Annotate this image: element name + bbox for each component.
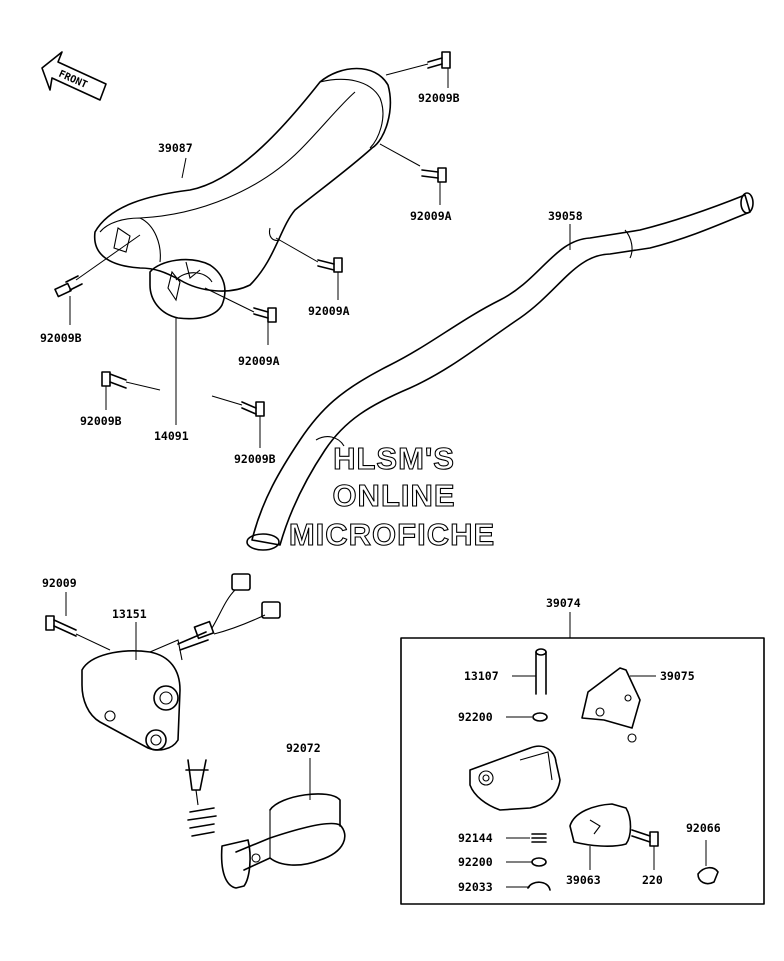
label-13151: 13151 [112,607,147,621]
label-92066: 92066 [686,821,721,835]
label-92009b-top: 92009B [418,91,460,105]
label-92009a-top: 92009A [410,209,452,223]
label-39087: 39087 [158,141,193,155]
screw-icon-92009a-top [421,167,447,183]
label-92009b-switch-right: 92009B [234,452,276,466]
label-39058: 39058 [548,209,583,223]
label-92072: 92072 [286,741,321,755]
leader-lines [65,63,707,888]
screw-icon-92009a-mid [317,257,343,273]
handlebar-switch [81,573,281,751]
handlebar-pad [93,67,392,292]
label-92200-bottom: 92200 [458,855,493,869]
label-92009b-left: 92009B [40,331,82,345]
label-92009a-mid: 92009A [308,304,350,318]
screw-icon-92009b-switch-right [241,401,265,417]
watermark: HLSM'S ONLINE MICROFICHE [288,440,495,552]
lanyard [185,759,346,889]
label-14091: 14091 [154,429,189,443]
screw-icon-92009b-switch-left [101,371,127,389]
label-39063: 39063 [566,873,601,887]
screw-icon-92009b-top [427,51,451,69]
label-92009b-switch-left: 92009B [80,414,122,428]
throttle-kit-parts [469,648,719,891]
label-92033: 92033 [458,880,493,894]
label-92009a-low: 92009A [238,354,280,368]
label-92144: 92144 [458,831,493,845]
label-39074: 39074 [546,596,581,610]
handlebar [246,192,754,551]
watermark-line-3: MICROFICHE [289,517,495,552]
label-92200-top: 92200 [458,710,493,724]
screw-icon-92009b-left [54,275,83,298]
label-39075: 39075 [660,669,695,683]
screw-icon-92009a-low [253,307,277,323]
part-labels: 92009B 39087 92009A 39058 92009B 92009A … [40,91,721,894]
label-13107: 13107 [464,669,499,683]
throttle-kit-box [400,637,765,905]
label-220: 220 [642,873,663,887]
label-92009: 92009 [42,576,77,590]
watermark-line-2: ONLINE [332,478,455,513]
front-arrow-icon: FRONT [41,51,107,101]
switch-cover [149,258,226,320]
screw-icon-92009 [45,615,77,637]
watermark-line-1: HLSM'S [333,441,455,476]
